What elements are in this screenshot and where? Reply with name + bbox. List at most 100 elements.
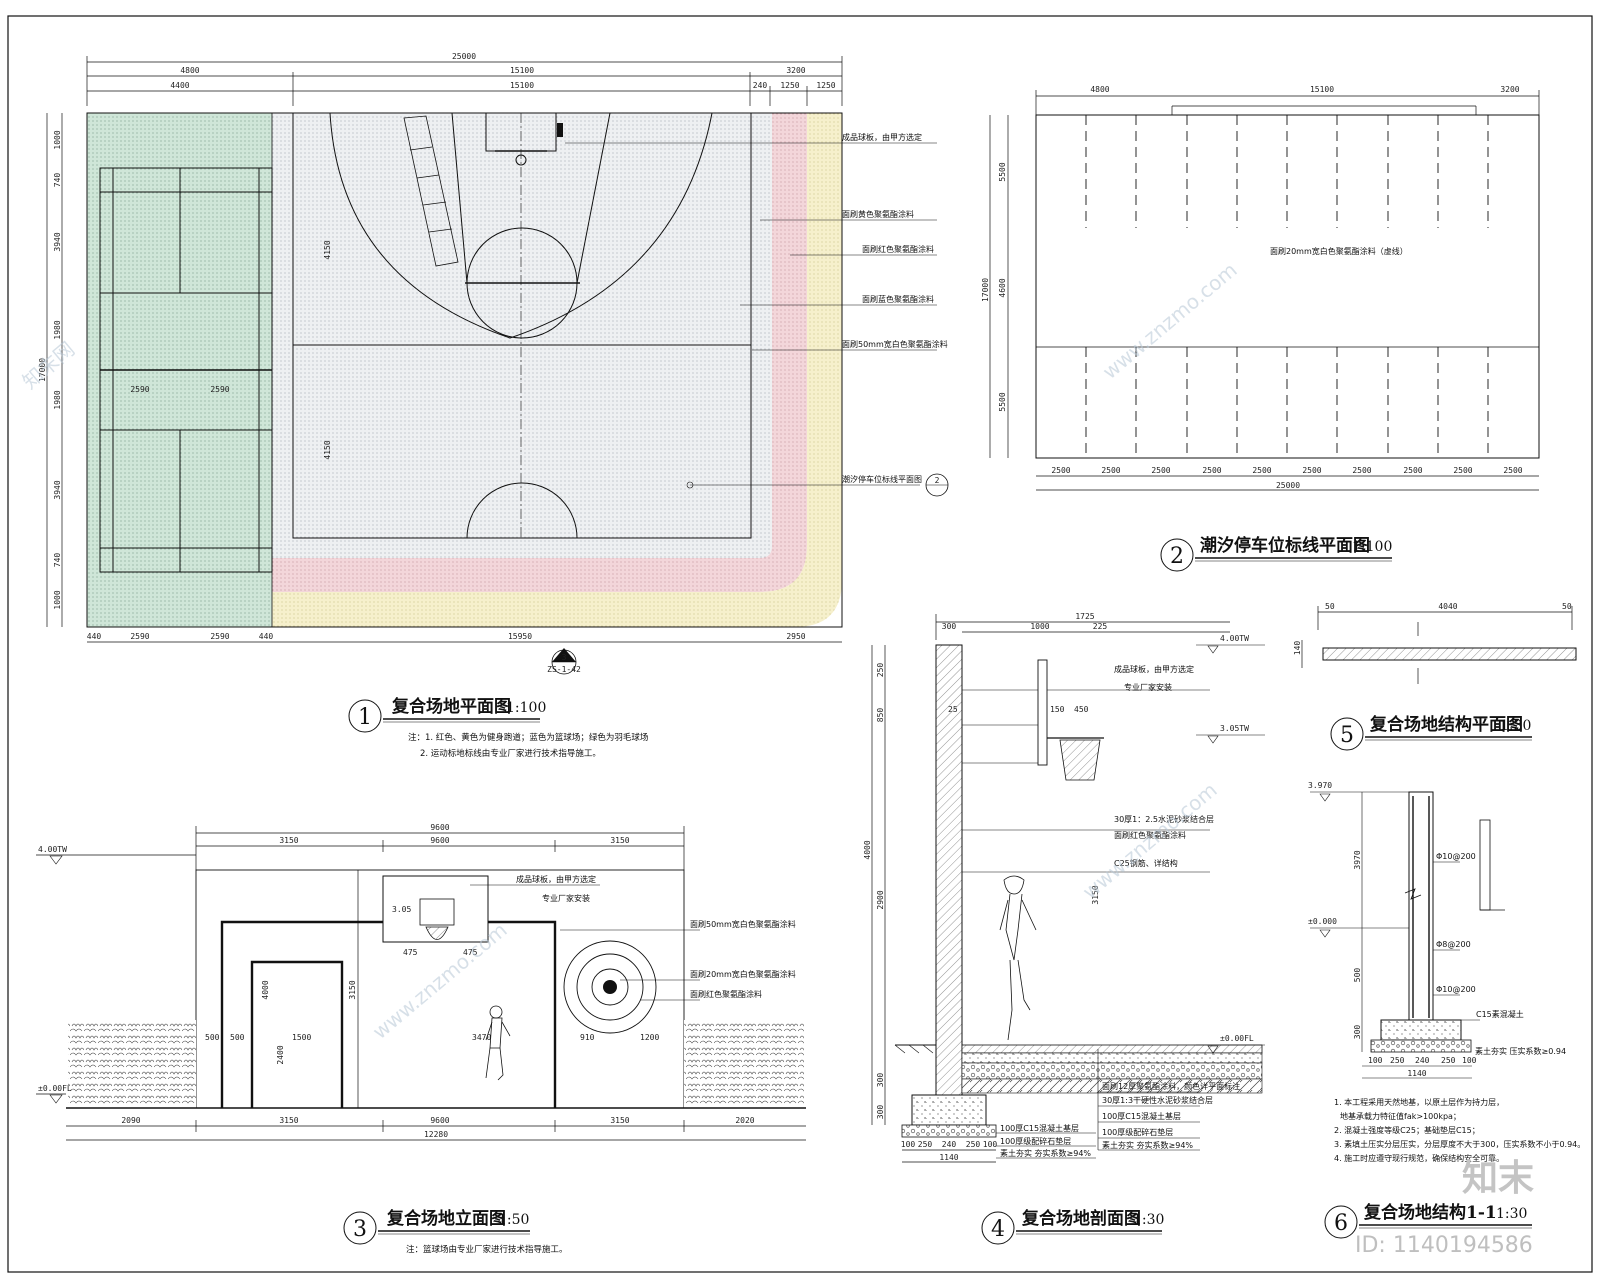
plan1-dim-left: 3940	[53, 232, 62, 251]
plan2-dim-bottom-total: 25000	[1276, 481, 1300, 490]
struct6-level: ±0.000	[1308, 917, 1337, 926]
plan1-label-backboard: 成品球板，由甲方选定	[842, 132, 922, 142]
elev3-inner: 500	[230, 1033, 245, 1042]
struct6-note: 2. 混凝土强度等级C25；基础垫层C15；	[1334, 1125, 1480, 1135]
watermark-logo: 知末	[1462, 1158, 1534, 1199]
struct6-dim-bottom-total: 1140	[1407, 1069, 1426, 1078]
plan1-label-parking-ref: 潮汐停车位标线平面图	[842, 474, 922, 484]
plan1-dim-bottom: 2590	[130, 632, 149, 641]
struct6-dim-bottom: 100	[1368, 1056, 1383, 1065]
sect4-layer: 30厚1:3干硬性水泥砂浆结合层	[1102, 1095, 1213, 1105]
elev3-inner: 910	[580, 1033, 595, 1042]
plan2-dim-top: 3200	[1500, 85, 1519, 94]
elev3-dim-bottom: 2090	[121, 1116, 140, 1125]
elev3-inner: 475	[403, 948, 418, 957]
elev3-dim-bottom: 2020	[735, 1116, 754, 1125]
struct6-dim-bottom: 250	[1441, 1056, 1456, 1065]
watermark-site: www.znzmo.com	[1078, 778, 1222, 904]
plan2-dim-bottom: 2500	[1453, 466, 1472, 475]
sect4-dim-total: 1725	[1075, 612, 1094, 621]
plan2-dim-bottom: 2500	[1051, 466, 1070, 475]
sect4-dim-left: 4000	[863, 840, 872, 859]
struct5-dim: 140	[1293, 641, 1302, 656]
elev3-dim-bottom: 9600	[430, 1116, 449, 1125]
plan2-label: 面刷20mm宽白色聚氨酯涂料（虚线）	[1270, 246, 1408, 256]
plan-2-parking: 4800 15100 3200 17000 5500 4600 5500 250…	[981, 85, 1540, 572]
sect4-footing-layer: 100厚C15混凝土基层	[1000, 1123, 1079, 1133]
plan1-label-blue: 面刷蓝色聚氨酯涂料	[862, 294, 934, 304]
plan1-dim-top: 4400	[170, 81, 189, 90]
sect4-layer: 100厚C15混凝土基层	[1102, 1111, 1181, 1121]
section-4: 1725 300 1000 225 4000 250 850 2900 300 …	[863, 612, 1265, 1245]
structure-plan-5: 50 4040 50 140 5 复合场地结构平面图 1:30	[1293, 602, 1577, 751]
sect4-inner: 450	[1074, 705, 1089, 714]
elev3-inner: 3.05	[392, 905, 411, 914]
sect4-label: 专业厂家安装	[1124, 682, 1172, 692]
plan1-inner-dim: 4150	[323, 440, 332, 459]
sect4-level: ±0.00FL	[1220, 1034, 1254, 1043]
plan2-dim-bottom: 2500	[1101, 466, 1120, 475]
plan1-dim-bottom: 440	[259, 632, 274, 641]
plan1-court-dim: 2590	[130, 385, 149, 394]
struct6-dim: 3970	[1353, 850, 1362, 869]
plan-1-composite-court: 25000 4800 15100 3200 4400 15100 240 125…	[38, 52, 949, 759]
sect4-layer: 面刷12厚聚氨酯涂料，颜色详平面标注	[1102, 1081, 1240, 1091]
d4-title: 复合场地剖面图	[1021, 1208, 1141, 1229]
sect4-dim-bottom-total: 1140	[939, 1153, 958, 1162]
struct6-label: Φ10@200	[1436, 852, 1476, 861]
sect4-dim-left: 2900	[876, 890, 885, 909]
struct6-label: C15素混凝土	[1476, 1009, 1524, 1019]
plan2-dim-left: 5500	[998, 162, 1007, 181]
elev3-dim-bottom-total: 12280	[424, 1130, 448, 1139]
d6-title: 复合场地结构1-1	[1363, 1202, 1497, 1223]
elev3-dim-top: 3150	[610, 836, 629, 845]
watermark-cn: 知末网	[18, 337, 79, 394]
sheet-border	[7, 15, 1593, 1273]
sect4-level: 4.00TW	[1220, 634, 1249, 643]
elev3-dim-bottom: 3150	[279, 1116, 298, 1125]
d5-number: 5	[1340, 723, 1354, 748]
elev3-inner: 1500	[292, 1033, 311, 1042]
plan2-dim-bottom: 2500	[1352, 466, 1371, 475]
d3-number: 3	[353, 1217, 367, 1242]
plan2-dim-bottom: 2500	[1403, 466, 1422, 475]
d3-note: 注：篮球场由专业厂家进行技术指导施工。	[406, 1244, 568, 1255]
sect4-dim-top: 1000	[1030, 622, 1049, 631]
sect4-label: 30厚1：2.5水泥砂浆结合层	[1114, 814, 1214, 824]
plan1-callout-number: 2	[935, 476, 940, 485]
struct6-dim: 500	[1353, 968, 1362, 983]
plan1-dim-left: 740	[53, 553, 62, 568]
elev3-inner: 500	[205, 1033, 220, 1042]
sect4-layer: 素土夯实 夯实系数≥94%	[1102, 1140, 1193, 1150]
elevation-3: 9600 3150 9600 3150 2090 3150 9600 3150 …	[36, 823, 806, 1255]
plan1-dim-total: 25000	[452, 52, 476, 61]
struct6-note: 4. 施工时应遵守现行规范，确保结构安全可靠。	[1334, 1153, 1504, 1163]
elev3-level-top: 4.00TW	[38, 845, 67, 854]
plan1-dim-left-total: 17000	[38, 358, 47, 382]
plan1-dim-top: 15100	[510, 66, 534, 75]
struct6-note: 地基承载力特征值fak>100kpa；	[1340, 1111, 1461, 1121]
sect4-inner: 150	[1050, 705, 1065, 714]
plan2-dim-bottom: 2500	[1503, 466, 1522, 475]
plan2-dim-left: 4600	[998, 278, 1007, 297]
d4-number: 4	[991, 1217, 1005, 1242]
sect4-dim-left: 250	[876, 663, 885, 678]
struct6-level: 3.970	[1308, 781, 1332, 790]
plan1-label-red: 面刷红色聚氨酯涂料	[862, 244, 934, 254]
sect4-dim-top: 225	[1093, 622, 1108, 631]
d1-number: 1	[358, 705, 372, 730]
sect4-inner: 25	[948, 705, 958, 714]
d2-title: 潮汐停车位标线平面图	[1200, 535, 1370, 556]
sect4-label: 面刷红色聚氨酯涂料	[1114, 830, 1186, 840]
elev3-dim-top: 3150	[279, 836, 298, 845]
plan1-section-mark: 3	[562, 653, 567, 662]
elev3-label-red: 面刷红色聚氨酯涂料	[690, 989, 762, 999]
plan1-dim-top: 4800	[180, 66, 199, 75]
plan1-dim-top: 1250	[816, 81, 835, 90]
elev3-dim-top: 9600	[430, 836, 449, 845]
sect4-dim-left: 850	[876, 708, 885, 723]
structure-detail-6: 3.970 ±0.000 3970 500 300 Φ10@200 Φ8@200…	[1308, 781, 1585, 1239]
struct5-dim: 50	[1325, 602, 1335, 611]
elev3-dim-top: 9600	[430, 823, 449, 832]
struct6-dim: 300	[1353, 1025, 1362, 1040]
